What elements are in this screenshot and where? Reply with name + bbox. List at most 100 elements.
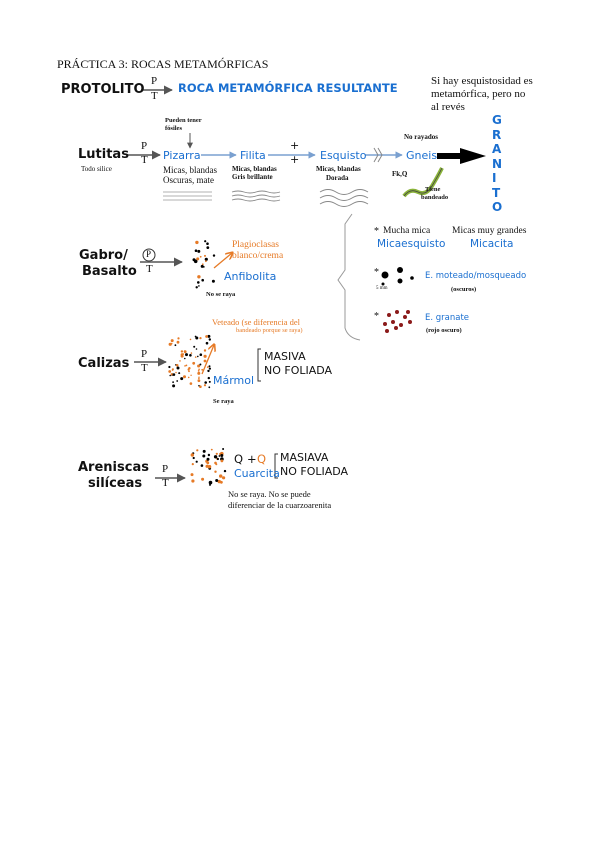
legend-p: P: [151, 75, 158, 87]
pizarra-desc-1: Micas, blandas: [163, 165, 217, 175]
plus-bottom: +: [290, 153, 300, 166]
pizarra-texture: [163, 191, 212, 201]
gabro-t: T: [146, 263, 153, 275]
pizarra-label: Pizarra: [163, 149, 201, 162]
asterisk-2: *: [374, 267, 379, 278]
esquisto-desc-1: Micas, blandas: [316, 165, 361, 173]
granate-spot: [408, 320, 412, 324]
moteado-note: (oscuros): [451, 286, 477, 293]
veteado-note: bandeado porque se raya): [236, 327, 303, 334]
legend-t: T: [151, 90, 158, 102]
moteado-spot: [397, 267, 403, 273]
asterisk-3: *: [374, 311, 379, 322]
areniscas-p: P: [162, 463, 169, 475]
gabro-label-2: Basalto: [82, 264, 137, 279]
calizas-label: Calizas: [78, 356, 130, 371]
areniscas-note-2: diferenciar de la cuarzoarenita: [228, 500, 332, 510]
granito-letter: R: [492, 127, 502, 142]
calizas-note: Se raya: [213, 398, 234, 405]
esquisto-texture: [319, 189, 369, 207]
moteado-spot: [381, 271, 389, 279]
texture-dots: [168, 240, 414, 486]
anfibolita-dots: [192, 240, 216, 289]
asterisk-1: *: [374, 226, 379, 237]
cuarcita-brace: [274, 453, 278, 479]
lutitas-t: T: [141, 154, 148, 166]
moteado-spot: [397, 278, 403, 284]
granate-spot: [383, 322, 387, 326]
cuarcita-masiva: MASIAVA: [280, 451, 329, 464]
moteado-spot: [381, 282, 385, 286]
lutitas-sub: Todo silice: [81, 165, 112, 173]
moteado-spot: [410, 276, 414, 280]
bandeado-line-1: Tiene: [425, 186, 441, 193]
granate-spot: [391, 320, 395, 324]
granate-spot: [395, 310, 399, 314]
page-title: PRÁCTICA 3: ROCAS METAMÓRFICAS: [57, 57, 269, 71]
filita-desc-1: Micas, blandas: [232, 165, 277, 173]
granate-label: E. granate: [425, 313, 470, 323]
cuarcita-label: Cuarcita: [234, 467, 280, 480]
granate-spot: [385, 329, 389, 333]
plus-top: +: [290, 139, 300, 152]
filita-label: Filita: [240, 149, 266, 162]
esquisto-desc-2: Dorada: [326, 174, 349, 182]
granate-spot: [399, 323, 403, 327]
note-line-2: metamórfica, pero no: [431, 88, 526, 100]
quartz-q-1: Q: [234, 452, 244, 466]
calizas-p: P: [141, 348, 148, 360]
marmol-label: Mármol: [213, 374, 255, 387]
granate-spot: [387, 313, 391, 317]
gneis-label: Gneis: [406, 149, 438, 162]
granito-letter: N: [492, 156, 503, 171]
micacita-label: Micacita: [470, 238, 514, 250]
pizarra-desc-2: Oscuras, mate: [163, 175, 214, 185]
granito-letter: A: [492, 142, 502, 156]
granito-letter: G: [492, 113, 502, 127]
esquisto-bracket: [337, 213, 361, 341]
plagioclasas-arrow: [213, 253, 232, 269]
granito-letter: I: [492, 171, 497, 185]
marmol-dots: [168, 334, 211, 389]
moteado-label: E. moteado/mosqueado: [425, 271, 527, 281]
micas-grandes-label: Micas muy grandes: [452, 226, 527, 236]
quartz-plus: +: [247, 452, 257, 466]
marmol-brace: [257, 348, 261, 382]
anfibolita-label: Anfibolita: [224, 270, 277, 283]
resultante-label: ROCA METAMÓRFICA RESULTANTE: [178, 81, 398, 95]
veteado-label: Veteado (se diferencia del: [212, 317, 301, 327]
quartz-q-2: Q: [257, 452, 267, 466]
calizas-t: T: [141, 362, 148, 374]
note-line-3: al revés: [431, 101, 465, 113]
lutitas-p: P: [141, 140, 148, 152]
bandeado-line-2: bandeado: [421, 194, 449, 201]
cuarcita-dots: [190, 448, 227, 486]
areniscas-t: T: [162, 477, 169, 489]
filita-desc-2: Gris brillante: [232, 173, 273, 181]
filita-texture: [231, 190, 281, 202]
break-mark: [373, 147, 383, 163]
gneis-note: No rayados: [404, 133, 439, 141]
areniscas-note-1: No se raya. No se puede: [228, 489, 311, 499]
granate-note: (rojo oscuro): [426, 327, 462, 334]
micaesquisto-label: Micaesquisto: [377, 238, 446, 250]
scale-label: 5 mm: [376, 286, 388, 291]
fk-q-label: Fk,Q: [392, 170, 408, 178]
plagioclasas-line-2: blanco/crema: [232, 251, 284, 261]
gabro-p: P: [146, 249, 152, 259]
gabro-note: No se raya: [206, 291, 236, 298]
fossils-line-2: fósiles: [165, 125, 182, 132]
cuarcita-no-foliada: NO FOLIADA: [280, 465, 349, 478]
note-line-1: Si hay esquistosidad es: [431, 75, 533, 87]
plagioclasas-line-1: Plagioclasas: [232, 240, 279, 250]
marmol-no-foliada: NO FOLIADA: [264, 364, 333, 377]
gabro-label-1: Gabro/: [79, 248, 128, 263]
gneis-granito-arrow: [437, 148, 486, 164]
fossils-line-1: Pueden tener: [165, 117, 202, 124]
mucha-mica-label: Mucha mica: [383, 226, 431, 236]
granate-spot: [394, 326, 398, 330]
granate-spot: [406, 310, 410, 314]
protolito-label: PROTOLITO: [61, 82, 145, 97]
